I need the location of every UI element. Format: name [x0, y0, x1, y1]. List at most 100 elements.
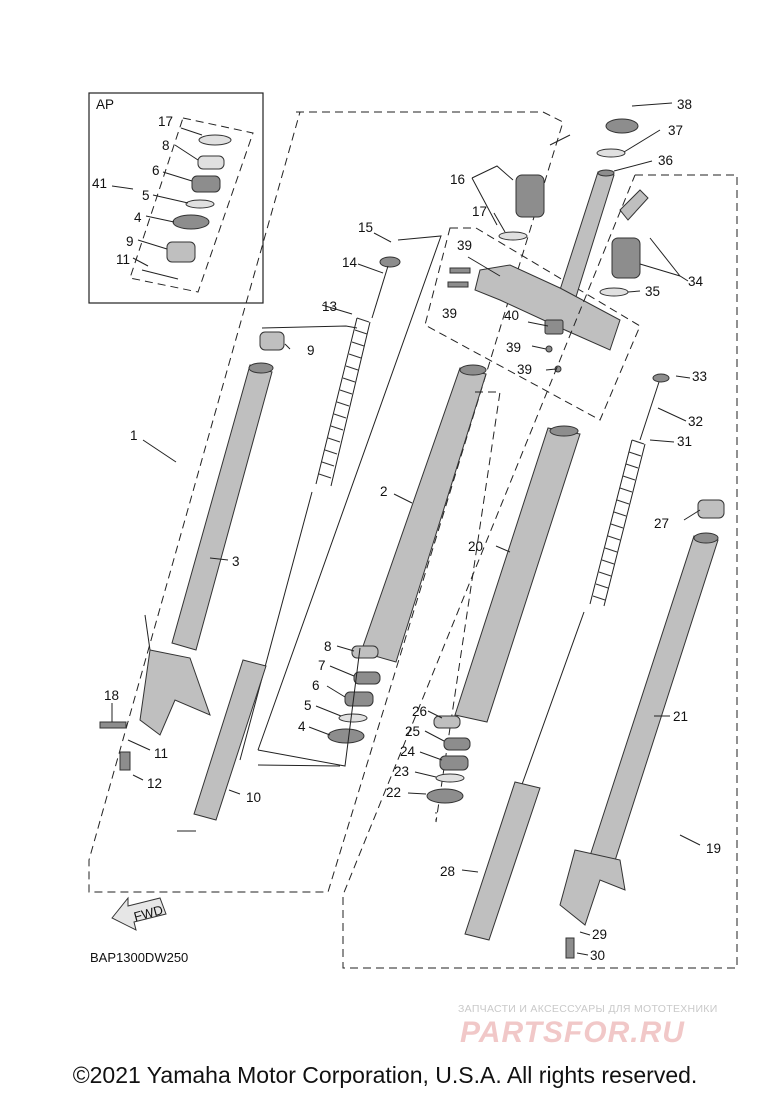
leader-6b: [326, 685, 346, 698]
leader-10: [228, 789, 241, 795]
callout-39d: 39: [517, 362, 532, 377]
callout-15: 15: [358, 220, 373, 235]
callout-41: 41: [92, 176, 107, 191]
leader-39a: [467, 256, 501, 277]
axle-bracket-right: [559, 849, 626, 926]
bolt-39a: [449, 267, 471, 274]
inset-bushing-9: [166, 241, 196, 263]
washer-26: [433, 715, 461, 729]
steering-assembly: 38 37 36 16 17 39 39 40 39 39 34 35: [424, 97, 704, 421]
leader-14: [357, 263, 384, 274]
cap-32: [652, 373, 670, 383]
callout-9a: 9: [126, 234, 134, 249]
oring-35: [599, 287, 629, 297]
callout-34: 34: [688, 274, 704, 289]
inset-oring-17: [198, 134, 232, 146]
callout-5b: 5: [304, 698, 312, 713]
bushing-27: [697, 499, 725, 519]
leader-39c: [531, 345, 547, 350]
leader-4a: [145, 215, 175, 223]
leader-13: [321, 304, 353, 315]
leader-1: [142, 439, 177, 463]
spring-31: [592, 439, 645, 601]
leader-8b: [336, 645, 355, 652]
leader-32: [657, 407, 687, 422]
leader-11b: [127, 739, 151, 751]
inset-washer-8: [197, 155, 225, 170]
inset-clip-5: [185, 199, 215, 209]
leader-8a: [174, 144, 199, 161]
leader-16b: [471, 177, 498, 226]
leader-30: [576, 952, 589, 956]
rod-32: [639, 381, 660, 441]
clamp-40: [544, 319, 564, 335]
callout-32: 32: [688, 414, 703, 429]
bolt-39b: [447, 281, 469, 288]
outer-tube-3-top: [248, 362, 274, 374]
leader-31: [649, 439, 675, 443]
callout-31: 31: [677, 434, 692, 449]
inset-group-outline: [129, 117, 254, 293]
callout-5a: 5: [142, 188, 150, 203]
switch-34: [611, 237, 641, 279]
callout-29: 29: [592, 927, 607, 942]
callout-11a: 11: [116, 252, 130, 267]
leader-7: [329, 665, 355, 677]
callout-9b: 9: [307, 343, 315, 358]
steering-stem-36-top: [597, 169, 615, 177]
inset-dust-seal-4: [172, 214, 210, 230]
leader-17a: [180, 127, 203, 136]
callout-17a: 17: [158, 114, 173, 129]
callout-12: 12: [147, 776, 162, 791]
inset-rod-11: [141, 269, 179, 280]
callout-22: 22: [386, 785, 401, 800]
leader-3: [209, 557, 229, 561]
callout-19: 19: [706, 841, 721, 856]
leader-12: [132, 774, 144, 781]
leader-33: [675, 375, 691, 379]
inner-tube-2-top: [459, 364, 487, 376]
callout-35: 35: [645, 284, 660, 299]
leader-34: [639, 237, 689, 282]
callout-20: 20: [468, 539, 483, 554]
callout-26: 26: [412, 704, 427, 719]
leader-22: [407, 792, 427, 795]
leader-15: [373, 232, 392, 243]
leader-35: [627, 290, 641, 293]
leader-23: [414, 771, 437, 778]
leader-20: [495, 545, 511, 553]
leader-29: [579, 931, 591, 936]
rod-bracket: [257, 235, 442, 751]
inner-tube-28: [464, 781, 541, 941]
copyright-notice: ©2021 Yamaha Motor Corporation, U.S.A. A…: [72, 1062, 698, 1088]
left-fork-assembly: 15 14 13 9 1 3 2 8 7 6 5 4 18 11 12 10: [88, 111, 564, 893]
tube-bracket-lines: [177, 764, 341, 832]
under-bracket: [474, 264, 621, 351]
leader-40: [527, 321, 549, 327]
switch-16: [515, 174, 545, 218]
switch-34-cable: [619, 189, 649, 221]
washer-8: [351, 645, 379, 659]
callout-16: 16: [450, 172, 465, 187]
bracket-lug: [144, 614, 151, 651]
spring-13: [318, 317, 370, 479]
callout-18: 18: [104, 688, 119, 703]
dust-seal-22: [426, 788, 464, 804]
callout-14: 14: [342, 255, 358, 270]
diagram-code: BAP1300DW250: [90, 950, 188, 965]
callout-6a: 6: [152, 163, 160, 178]
right-assembly-outline: [342, 174, 738, 969]
cap-38: [605, 118, 639, 134]
right-fork-assembly: 33 32 31 20 27 26 25 24 23 22 21 28 19 2…: [342, 174, 738, 969]
callout-39a: 39: [457, 238, 472, 253]
callout-17b: 17: [472, 204, 487, 219]
inner-tube-20-top: [549, 425, 579, 437]
leader-9b: [284, 343, 291, 350]
callout-8a: 8: [162, 138, 170, 153]
fwd-label: FWD: [132, 902, 164, 924]
callout-37: 37: [668, 123, 683, 138]
callout-38: 38: [677, 97, 692, 112]
callout-24: 24: [400, 744, 416, 759]
